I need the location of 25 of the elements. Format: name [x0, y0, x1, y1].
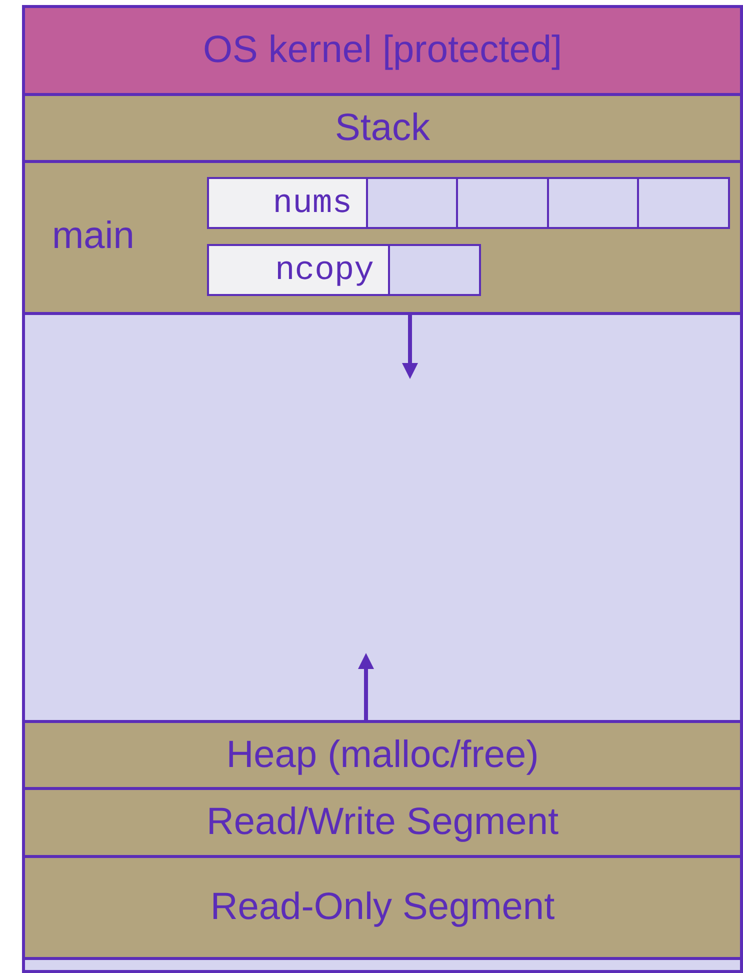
segment-label: OS kernel [protected] — [202, 29, 562, 72]
segment-label: Stack — [334, 106, 430, 150]
memory-cell — [456, 177, 549, 229]
variable-name: nums — [272, 184, 353, 222]
arrow — [402, 314, 418, 379]
memory-segment-band — [22, 720, 743, 790]
memory-cell — [637, 177, 730, 229]
memory-cell — [388, 244, 481, 296]
memory-segment-band — [22, 312, 743, 723]
segment-label: main — [52, 215, 134, 258]
memory-segment-band — [22, 5, 743, 96]
segment-label: Read-Only Segment — [210, 886, 555, 929]
memory-cell — [207, 177, 368, 229]
variable-name: ncopy — [274, 252, 375, 288]
memory-segment-band — [22, 160, 743, 315]
arrow — [358, 653, 374, 720]
segment-label: Heap (malloc/free) — [226, 734, 539, 776]
memory-segment-band — [22, 93, 743, 163]
memory-cell — [366, 177, 458, 229]
memory-cell — [207, 244, 390, 296]
segment-label: Read/Write Segment — [206, 801, 559, 844]
memory-segment-band — [22, 957, 743, 973]
memory-segment-band — [22, 855, 743, 960]
memory-segment-band — [22, 787, 743, 858]
memory-cell — [547, 177, 639, 229]
